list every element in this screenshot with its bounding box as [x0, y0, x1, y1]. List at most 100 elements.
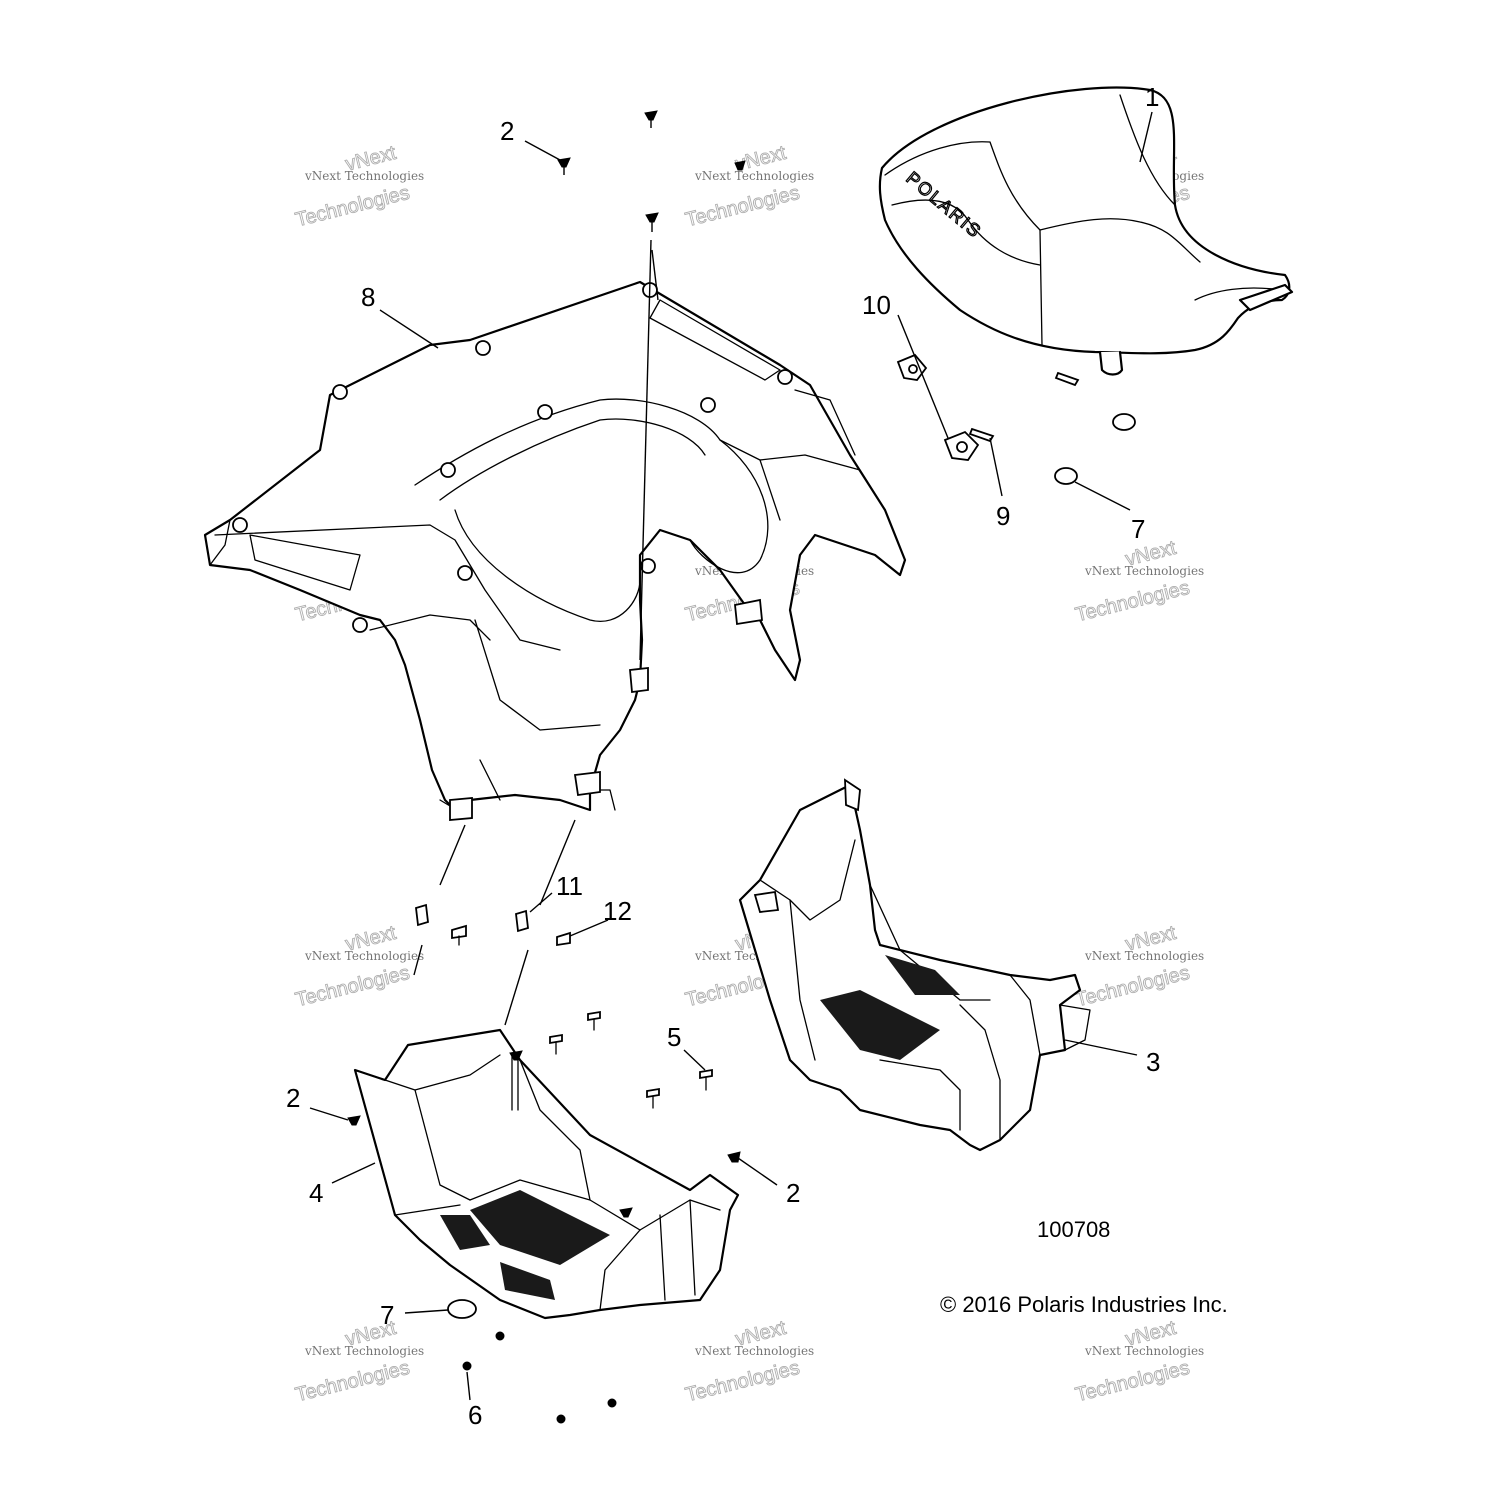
screw-icon [619, 1207, 633, 1218]
footwell-tread-pad [440, 1215, 490, 1250]
leader-line [897, 314, 949, 439]
watermark-line3: Technologies [1073, 962, 1192, 1012]
leader-line [466, 1371, 471, 1401]
seat-edge-line [1039, 218, 1201, 263]
callout-5: 5 [667, 1022, 681, 1052]
fender-edge-line [759, 454, 886, 511]
fender-grommet [475, 340, 491, 356]
screw-icon [557, 157, 571, 168]
latch-receiver-icon [956, 441, 968, 453]
right-footwell[interactable] [738, 778, 1091, 1152]
footwell-tread-pad [885, 955, 960, 995]
footwell-edge-line [759, 839, 856, 921]
seat-edge-line [884, 141, 1041, 231]
fender-grommet [232, 517, 248, 533]
seat-latch-foot [1098, 350, 1124, 376]
fender-edge-line [209, 519, 231, 566]
seat-edge-line [891, 199, 1041, 266]
footwell-edge-line [959, 1004, 1001, 1141]
footwell-edge-line [469, 1179, 641, 1231]
fender-seat-opening [439, 418, 706, 501]
leader-line [524, 140, 561, 161]
leader-line [569, 919, 609, 937]
watermark-line2: vNext Technologies [1084, 1344, 1204, 1358]
fender-top-panel [249, 534, 361, 591]
fender-edge-line [479, 759, 501, 801]
fender-grommet [457, 565, 473, 581]
fender-mount-tab [734, 598, 763, 626]
grommet-icon [447, 1299, 477, 1319]
push-rivet-icon [451, 924, 467, 940]
leader-line [413, 944, 423, 976]
fender-grommet [332, 384, 348, 400]
callout-7: 7 [1131, 514, 1145, 544]
footwell-edge-line [689, 1199, 696, 1296]
callout-12: 12 [603, 896, 632, 926]
footwell-tread-pad [820, 990, 940, 1060]
fender-seat-opening [414, 398, 769, 574]
leader-line [504, 949, 529, 1026]
footwell-edge-line [414, 1089, 471, 1201]
watermark-line3: Technologies [1073, 577, 1192, 627]
leader-line [1074, 481, 1131, 511]
watermark: vNext vNext Technologies Technologies [1073, 536, 1204, 627]
fender-edge-line [214, 524, 561, 651]
callout-4: 4 [309, 1178, 323, 1208]
nut-icon [556, 1414, 566, 1424]
fender-grommet [352, 617, 368, 633]
bolt-icon [699, 1068, 713, 1080]
fender-grommet [777, 369, 793, 385]
hardware [347, 110, 1136, 1424]
leader-line [1139, 111, 1153, 163]
leader-line [639, 239, 652, 661]
leader-line [1064, 1039, 1138, 1056]
clip-icon [1054, 371, 1080, 387]
bolt-icon [549, 1033, 563, 1045]
watermark: vNext vNext Technologies Technologies [683, 1316, 814, 1406]
nut-icon [495, 1331, 505, 1341]
latch-receiver-icon [908, 364, 918, 374]
screw-icon [644, 110, 658, 121]
watermark-line2: vNext Technologies [1084, 949, 1204, 963]
fender-mount-tab [449, 797, 473, 821]
callouts: 1 2 2 2 3 4 5 6 7 7 8 9 10 11 12 [286, 82, 1160, 1430]
footwell-mount-tab [753, 890, 780, 913]
screw-icon [645, 212, 659, 223]
leader-line [439, 824, 466, 886]
footwell-edge-line [789, 899, 816, 1061]
fender-mount-tab [573, 770, 601, 797]
speed-nut-icon [415, 903, 429, 927]
watermark-line2: vNext Technologies [1084, 564, 1204, 578]
screw-icon [727, 1151, 741, 1163]
left-footwell[interactable] [353, 1028, 740, 1320]
fender-edge-line [369, 614, 491, 641]
callout-9: 9 [996, 501, 1010, 531]
leader-line [683, 1049, 706, 1071]
watermark: vNext vNext Technologies Technologies [1073, 921, 1204, 1012]
fender-edge-line [719, 439, 781, 521]
watermark-line2: vNext Technologies [304, 949, 424, 963]
leader-line [331, 1162, 376, 1184]
fender-grommet [440, 462, 456, 478]
watermark-line2: vNext Technologies [694, 1344, 814, 1358]
watermark-line3: Technologies [293, 182, 412, 232]
callout-6: 6 [468, 1400, 482, 1430]
callout-1: 1 [1145, 82, 1159, 112]
watermark: vNext vNext Technologies Technologies [293, 921, 424, 1011]
footwell-edge-line [659, 1214, 666, 1301]
callout-2: 2 [786, 1178, 800, 1208]
footwell-tread-pad [500, 1262, 555, 1300]
fender-grommet [640, 558, 656, 574]
left-footwell-body [353, 1028, 740, 1320]
fender-mount-tab [629, 666, 649, 694]
footwell-edge-line [519, 1059, 591, 1201]
leader-line [737, 1157, 778, 1186]
speed-nut-icon [515, 909, 529, 933]
callout-3: 3 [1146, 1047, 1160, 1077]
fender-edge-line [319, 394, 331, 451]
seat[interactable]: POLARIS [878, 86, 1294, 376]
fender-edge-line [794, 389, 856, 456]
callout-7: 7 [380, 1300, 394, 1330]
rear-fender[interactable] [203, 280, 907, 821]
nut-icon [462, 1361, 472, 1371]
